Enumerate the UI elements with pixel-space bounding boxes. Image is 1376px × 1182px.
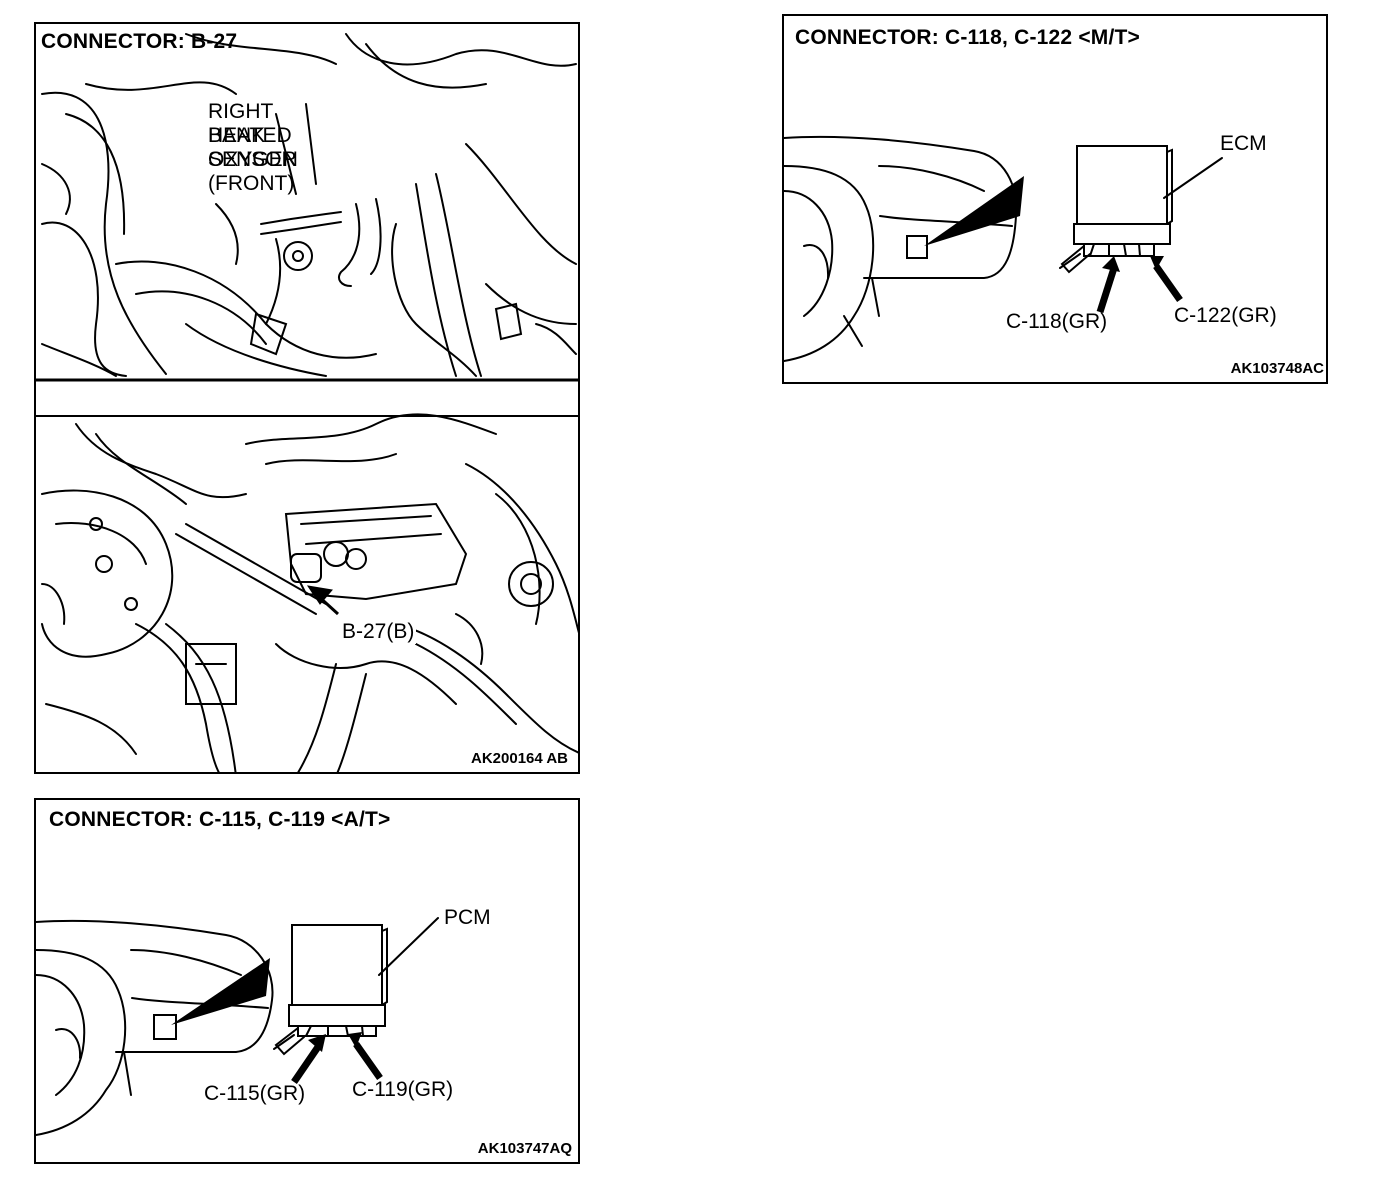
- ecm-label: ECM: [1220, 132, 1267, 155]
- pcm-location-drawing: [36, 917, 439, 1136]
- connector-b27-label: B-27(B): [340, 620, 417, 644]
- figure-code: AK200164 AB: [471, 750, 568, 767]
- sensor-label-line-2: HEATED OXYGEN: [208, 124, 298, 171]
- connector-c118-label: C-118(GR): [1006, 310, 1108, 333]
- figure-code: AK103747AQ: [477, 1140, 572, 1157]
- panel-title: CONNECTOR: B-27: [41, 30, 238, 53]
- figure-code: AK103748AC: [1230, 360, 1324, 377]
- sensor-label-line-3: SENSOR (FRONT): [208, 148, 297, 195]
- connector-c118-c122-panel: CONNECTOR: C-118, C-122 <M/T> ECM C-118(…: [782, 14, 1328, 384]
- panel-title: CONNECTOR: C-118, C-122 <M/T>: [795, 26, 1140, 49]
- connector-c119-label: C-119(GR): [352, 1078, 454, 1101]
- connector-b27-panel: CONNECTOR: B-27 RIGHT BANK HEATED OXYGEN…: [34, 22, 580, 774]
- pcm-label: PCM: [444, 906, 491, 929]
- sensor-label-line-1: RIGHT BANK: [208, 100, 273, 147]
- connector-c115-c119-panel: CONNECTOR: C-115, C-119 <A/T> PCM C-115(…: [34, 798, 580, 1164]
- engine-drawing: [36, 33, 578, 772]
- connector-c122-label: C-122(GR): [1174, 304, 1277, 327]
- panel-title: CONNECTOR: C-115, C-119 <A/T>: [49, 808, 391, 831]
- connector-c115-label: C-115(GR): [204, 1082, 306, 1105]
- ecm-location-drawing: [784, 135, 1223, 362]
